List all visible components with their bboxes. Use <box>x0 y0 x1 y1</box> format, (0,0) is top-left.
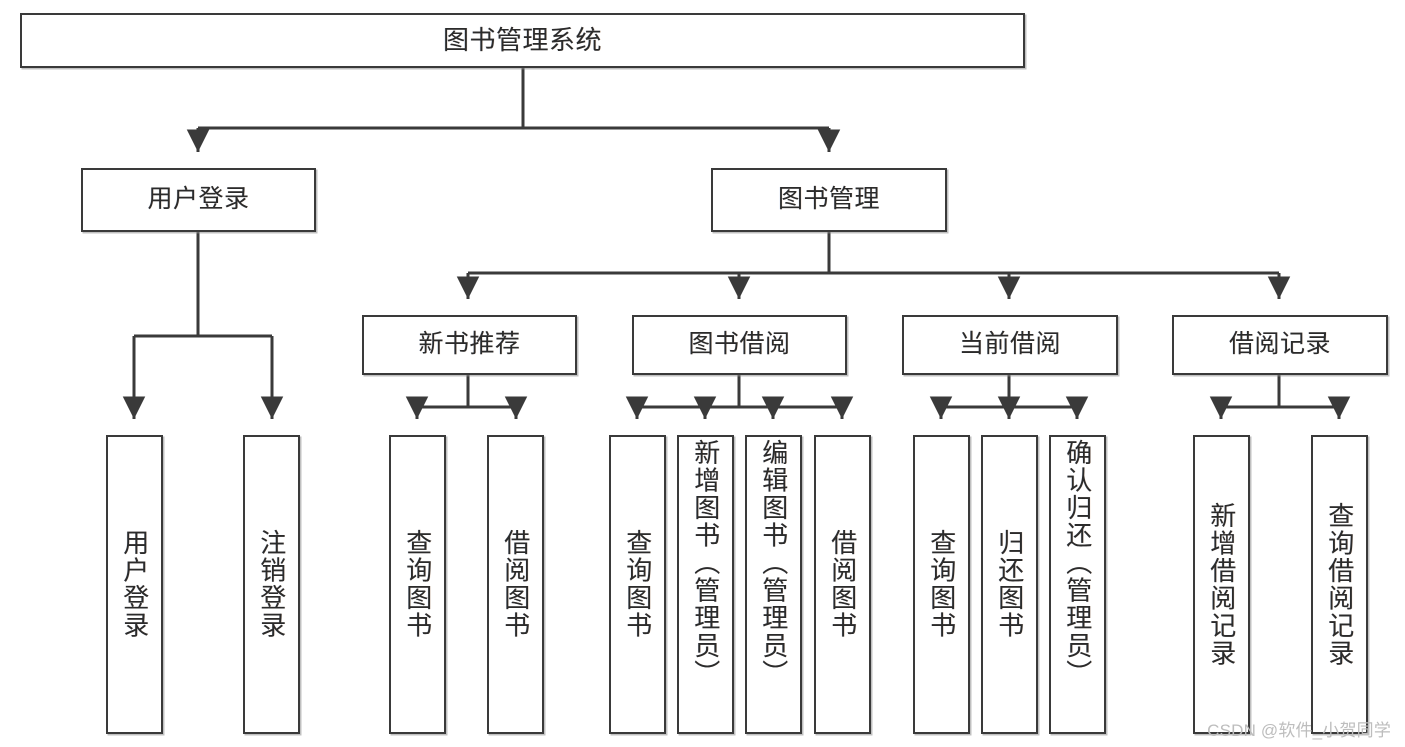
leaf-current-borrow-query[interactable]: 查询图书 <box>913 435 970 734</box>
node-current-borrow[interactable]: 当前借阅 <box>902 315 1118 375</box>
leaf-user-login-signin[interactable]: 用户登录 <box>106 435 163 734</box>
leaf-book-borrow-borrow[interactable]: 借阅图书 <box>814 435 871 734</box>
leaf-book-borrow-edit-label: 编辑图书（管理员） <box>758 439 789 688</box>
leaf-book-borrow-edit[interactable]: 编辑图书（管理员） <box>745 435 802 734</box>
leaf-new-book-borrow[interactable]: 借阅图书 <box>487 435 544 734</box>
node-book-borrow[interactable]: 图书借阅 <box>632 315 847 375</box>
leaf-borrow-record-query[interactable]: 查询借阅记录 <box>1311 435 1368 734</box>
csdn-watermark: CSDN @软件_小贺同学 <box>1207 721 1391 740</box>
leaf-current-borrow-query-label: 查询图书 <box>926 529 957 640</box>
leaf-book-borrow-add[interactable]: 新增图书（管理员） <box>677 435 734 734</box>
leaf-current-borrow-return[interactable]: 归还图书 <box>981 435 1038 734</box>
leaf-book-borrow-add-label: 新增图书（管理员） <box>690 439 721 688</box>
leaf-borrow-record-add[interactable]: 新增借阅记录 <box>1193 435 1250 734</box>
node-user-login-label: 用户登录 <box>147 185 250 214</box>
node-book-management-label: 图书管理 <box>777 185 880 214</box>
node-new-book-recommend-label: 新书推荐 <box>418 330 521 359</box>
node-root[interactable]: 图书管理系统 <box>20 13 1025 68</box>
leaf-borrow-record-add-label: 新增借阅记录 <box>1206 501 1237 668</box>
leaf-user-login-signout[interactable]: 注销登录 <box>243 435 300 734</box>
node-book-borrow-label: 图书借阅 <box>688 330 791 359</box>
leaf-user-login-signin-label: 用户登录 <box>119 529 150 640</box>
leaf-current-borrow-confirm-label: 确认归还（管理员） <box>1062 439 1093 688</box>
leaf-book-borrow-query[interactable]: 查询图书 <box>609 435 666 734</box>
leaf-new-book-query[interactable]: 查询图书 <box>389 435 446 734</box>
node-book-management[interactable]: 图书管理 <box>711 168 947 232</box>
leaf-new-book-query-label: 查询图书 <box>402 529 433 640</box>
node-borrow-record-label: 借阅记录 <box>1228 330 1331 359</box>
leaf-current-borrow-return-label: 归还图书 <box>994 529 1025 640</box>
leaf-user-login-signout-label: 注销登录 <box>256 529 287 640</box>
node-current-borrow-label: 当前借阅 <box>958 330 1061 359</box>
node-root-label: 图书管理系统 <box>442 25 603 56</box>
leaf-borrow-record-query-label: 查询借阅记录 <box>1324 501 1355 668</box>
leaf-book-borrow-query-label: 查询图书 <box>622 529 653 640</box>
node-user-login[interactable]: 用户登录 <box>81 168 316 232</box>
leaf-book-borrow-borrow-label: 借阅图书 <box>827 529 858 640</box>
node-borrow-record[interactable]: 借阅记录 <box>1172 315 1388 375</box>
leaf-new-book-borrow-label: 借阅图书 <box>500 529 531 640</box>
node-new-book-recommend[interactable]: 新书推荐 <box>362 315 577 375</box>
leaf-current-borrow-confirm[interactable]: 确认归还（管理员） <box>1049 435 1106 734</box>
